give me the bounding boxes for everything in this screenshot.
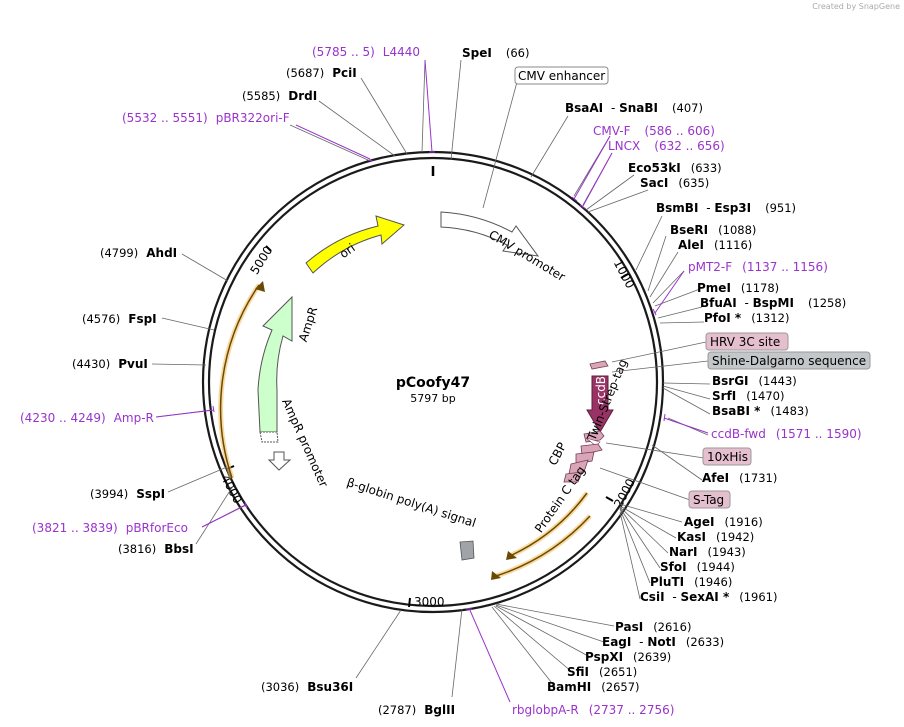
svg-text:NarI(1943): NarI(1943) bbox=[669, 545, 746, 559]
cmv-promoter-label: CMV promoter bbox=[486, 227, 567, 284]
snapgene-credit: Created by SnapGene bbox=[812, 2, 900, 11]
svg-text:AleI(1116): AleI(1116) bbox=[678, 238, 752, 252]
svg-text:(3821 .. 3839)pBRforEco: (3821 .. 3839)pBRforEco bbox=[32, 521, 188, 535]
shine-dalgarno-label: Shine-Dalgarno sequence bbox=[712, 354, 866, 368]
cmv-promoter-arrow[interactable] bbox=[440, 211, 540, 257]
primer-labels: (5785 .. 5)L4440 (5532 .. 5551)pBR322ori… bbox=[20, 45, 862, 717]
svg-text:KasI(1942): KasI(1942) bbox=[677, 530, 754, 544]
ccdb-label: ccdB bbox=[594, 376, 608, 405]
tick-5000: 5000 bbox=[247, 244, 275, 277]
svg-text:BsmBI - Esp3I(951): BsmBI - Esp3I(951) bbox=[656, 201, 796, 215]
enzyme-name: SpeI bbox=[462, 46, 492, 60]
ampr-promoter-arrow[interactable] bbox=[267, 451, 292, 471]
svg-text:EagI - NotI(2633): EagI - NotI(2633) bbox=[602, 635, 724, 649]
svg-text:PfoI *(1312): PfoI *(1312) bbox=[704, 311, 789, 325]
svg-text:(3994)SspI: (3994)SspI bbox=[90, 487, 165, 501]
svg-text:(4430)PvuI: (4430)PvuI bbox=[72, 357, 148, 371]
his-tag-feature[interactable] bbox=[580, 443, 603, 456]
ampr-label: AmpR bbox=[296, 305, 320, 343]
plasmid-size: 5797 bp bbox=[410, 392, 455, 405]
svg-text:(2787)BglII: (2787)BglII bbox=[378, 703, 455, 717]
svg-text:(5687)PciI: (5687)PciI bbox=[286, 66, 357, 80]
orf-line-right-1 bbox=[511, 492, 588, 556]
ccdb-arrow[interactable] bbox=[586, 375, 614, 433]
svg-text:BsaBI *(1483): BsaBI *(1483) bbox=[712, 404, 809, 418]
polya-feature[interactable] bbox=[459, 540, 475, 561]
svg-text:BseRI(1088): BseRI(1088) bbox=[670, 223, 756, 237]
orf-arrowhead-right-1 bbox=[506, 551, 517, 560]
ampr-arrow[interactable] bbox=[257, 295, 293, 433]
svg-text:SacI(635): SacI(635) bbox=[640, 176, 709, 190]
svg-text:PluTI(1946): PluTI(1946) bbox=[650, 575, 732, 589]
svg-text:(5785 .. 5)L4440: (5785 .. 5)L4440 bbox=[312, 45, 420, 59]
svg-text:1000: 1000 bbox=[611, 257, 638, 291]
svg-text:CMV-F(586 .. 606): CMV-F(586 .. 606) bbox=[593, 124, 715, 138]
svg-text:BsaAI - SnaBI(407): BsaAI - SnaBI(407) bbox=[565, 101, 703, 115]
svg-text:SfiI(2651): SfiI(2651) bbox=[567, 665, 637, 679]
tick-1000: 1000 bbox=[611, 257, 638, 291]
svg-text:Eco53kI(633): Eco53kI(633) bbox=[628, 161, 722, 175]
boxed-feature-labels: CMV enhancer HRV 3C site Shine-Dalgarno … bbox=[514, 66, 871, 509]
orf-line-right-2 bbox=[495, 515, 591, 577]
svg-text:3000: 3000 bbox=[414, 595, 445, 609]
svg-text:rbglobpA-R(2737 .. 2756): rbglobpA-R(2737 .. 2756) bbox=[512, 703, 674, 717]
svg-text:PspXI(2639): PspXI(2639) bbox=[585, 650, 671, 664]
hrv-3c-feature[interactable] bbox=[589, 360, 609, 370]
svg-text:(4576)FspI: (4576)FspI bbox=[82, 312, 157, 326]
svg-text:(4230 .. 4249)Amp-R: (4230 .. 4249)Amp-R bbox=[20, 411, 154, 425]
svg-text:PmeI(1178): PmeI(1178) bbox=[697, 281, 779, 295]
svg-text:(3036)Bsu36I: (3036)Bsu36I bbox=[261, 680, 353, 694]
plasmid-name: pCoofy47 bbox=[396, 375, 470, 391]
s-tag-label: S-Tag bbox=[693, 493, 724, 507]
cmv-enhancer-label: CMV enhancer bbox=[518, 69, 605, 83]
svg-text:5000: 5000 bbox=[247, 244, 275, 277]
ori-arrow[interactable] bbox=[305, 215, 406, 274]
svg-text:SpeI(66): SpeI(66) bbox=[462, 46, 529, 60]
svg-text:BsrGI(1443): BsrGI(1443) bbox=[712, 374, 797, 388]
polya-label: β-globin poly(A) signal bbox=[345, 475, 478, 530]
svg-text:PasI(2616): PasI(2616) bbox=[615, 620, 691, 634]
ampr-dotted-segment bbox=[259, 431, 279, 443]
ampr-promoter-label: AmpR promoter bbox=[279, 396, 331, 489]
svg-text:AgeI(1916): AgeI(1916) bbox=[684, 515, 763, 529]
his-tag-label: 10xHis bbox=[707, 450, 748, 464]
svg-text:(5585)DrdI: (5585)DrdI bbox=[242, 89, 317, 103]
svg-text:(5532 .. 5551)pBR322ori-F: (5532 .. 5551)pBR322ori-F bbox=[122, 111, 290, 125]
svg-text:AfeI(1731): AfeI(1731) bbox=[702, 471, 777, 485]
svg-text:ccdB-fwd(1571 .. 1590): ccdB-fwd(1571 .. 1590) bbox=[711, 427, 862, 441]
twin-strep-tag-label: Twin-Strep-tag bbox=[584, 357, 630, 443]
s-tag-feature[interactable] bbox=[568, 459, 589, 475]
svg-text:BfuAI - BspMI(1258): BfuAI - BspMI(1258) bbox=[700, 296, 846, 310]
backbone-inner bbox=[207, 156, 659, 608]
primer-lines bbox=[155, 59, 709, 703]
orf-arrowhead-right-2 bbox=[491, 571, 501, 580]
protein-c-tag-feature[interactable] bbox=[563, 471, 583, 483]
hrv-3c-label: HRV 3C site bbox=[710, 335, 780, 349]
orf-arrowhead-left bbox=[255, 281, 265, 292]
orf-glow-left bbox=[218, 283, 262, 479]
svg-text:pMT2-F(1137 .. 1156): pMT2-F(1137 .. 1156) bbox=[688, 260, 828, 274]
cbp-label: CBP bbox=[546, 440, 570, 468]
svg-text:(4799)AhdI: (4799)AhdI bbox=[100, 246, 177, 260]
svg-text:SfoI(1944): SfoI(1944) bbox=[660, 560, 735, 574]
svg-text:BamHI(2657): BamHI(2657) bbox=[547, 680, 640, 694]
svg-text:CsiI - SexAI *(1961): CsiI - SexAI *(1961) bbox=[640, 590, 777, 604]
tick-3000: 3000 bbox=[408, 595, 445, 609]
svg-text:SrfI(1470): SrfI(1470) bbox=[712, 389, 785, 403]
orf-line-left bbox=[219, 284, 260, 479]
svg-text:(3816)BbsI: (3816)BbsI bbox=[118, 542, 194, 556]
svg-text:LNCX(632 .. 656): LNCX(632 .. 656) bbox=[608, 139, 725, 153]
cbp-feature[interactable] bbox=[575, 451, 595, 465]
enzyme-labels: SpeI(66) (5687)PciI (5585)DrdI BsaAI - S… bbox=[72, 46, 846, 717]
